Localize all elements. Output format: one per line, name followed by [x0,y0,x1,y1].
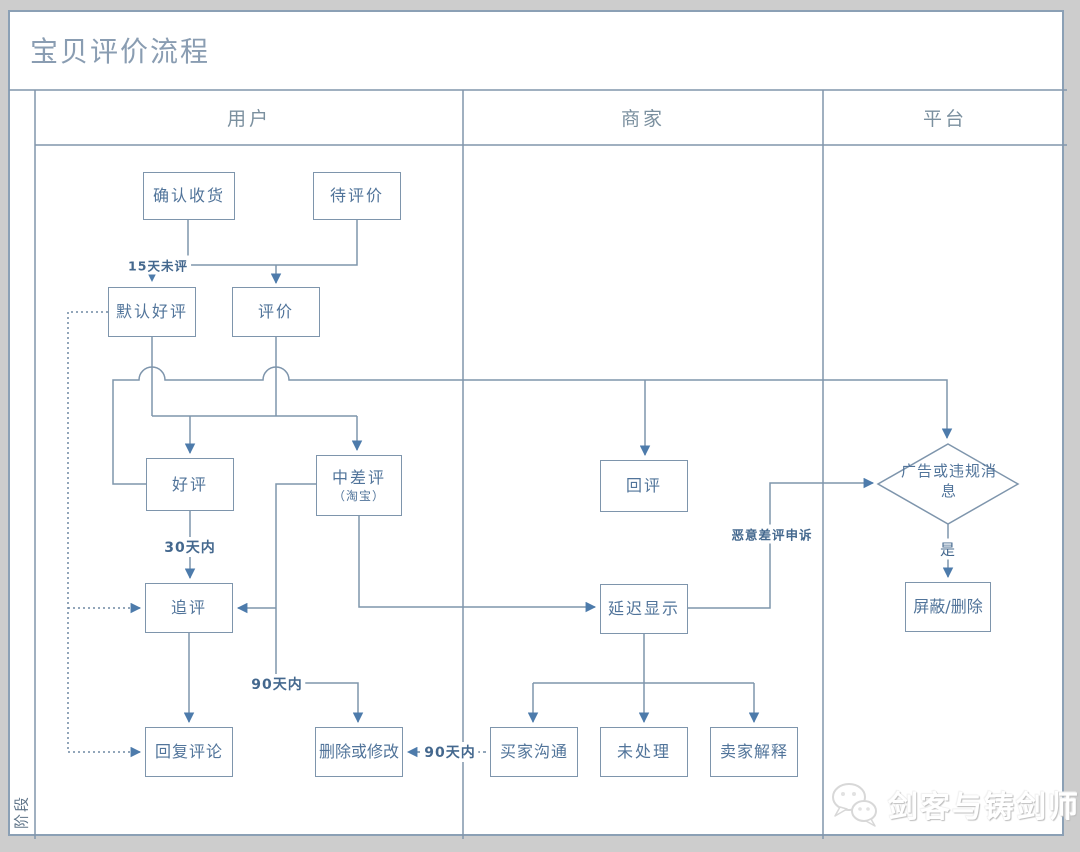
page-title: 宝贝评价流程 [30,35,211,68]
edge-label-within-90-days-dashed: 90天内 [421,742,479,762]
node-label: 待评价 [329,186,384,206]
stage-label: 阶段 [12,794,31,830]
node-default-positive: 默认好评 [108,287,196,337]
lane-header-platform: 平台 [922,108,968,130]
watermark: 剑客与铸剑师 [828,778,1080,830]
node-follow-up: 追评 [145,583,233,633]
node-sublabel: （淘宝） [332,488,385,503]
edge-label-within-30-days: 30天内 [161,537,219,557]
node-label: 确认收货 [152,186,225,206]
watermark-text: 剑客与铸剑师 [888,790,1080,825]
node-label: 好评 [171,474,208,494]
node-label: 默认好评 [115,302,188,322]
edge-label-yes: 是 [936,538,960,560]
node-label: 追评 [170,598,207,618]
edge-label-malicious-appeal: 恶意差评申诉 [728,524,816,544]
node-positive-review: 好评 [146,458,234,511]
lane-header-user: 用户 [226,108,272,130]
node-label: 中差评 [331,467,386,487]
node-label: 回评 [625,476,662,496]
node-reply-comment: 回复评论 [145,727,233,777]
edge-label-within-90-days: 90天内 [248,674,306,694]
node-block-delete: 屏蔽/删除 [905,582,991,632]
node-label: 评价 [257,302,294,322]
node-label: 回复评论 [154,742,223,762]
node-ad-violation-label: 广告或违规消息 [900,462,997,500]
node-buyer-communication: 买家沟通 [490,727,578,777]
lane-header-merchant: 商家 [620,108,666,130]
node-seller-explanation: 卖家解释 [710,727,798,777]
wechat-icon [832,783,877,827]
node-label: 未处理 [616,742,671,762]
diagram-board [8,10,1064,836]
edge-label-15-days-no-review: 15天未评 [125,255,191,275]
node-label: 买家沟通 [499,742,568,762]
node-pending-review: 待评价 [313,172,401,220]
node-delete-modify: 删除或修改 [315,727,403,777]
node-review: 评价 [232,287,320,337]
node-label: 延迟显示 [607,599,680,619]
node-unprocessed: 未处理 [600,727,688,777]
node-negative-review: 中差评 （淘宝） [316,455,402,516]
node-confirm-receipt: 确认收货 [143,172,235,220]
node-reply-review: 回评 [600,460,688,512]
node-label: 删除或修改 [318,742,399,762]
node-label: 屏蔽/删除 [913,597,983,617]
node-label: 卖家解释 [719,742,788,762]
node-delayed-display: 延迟显示 [600,584,688,634]
